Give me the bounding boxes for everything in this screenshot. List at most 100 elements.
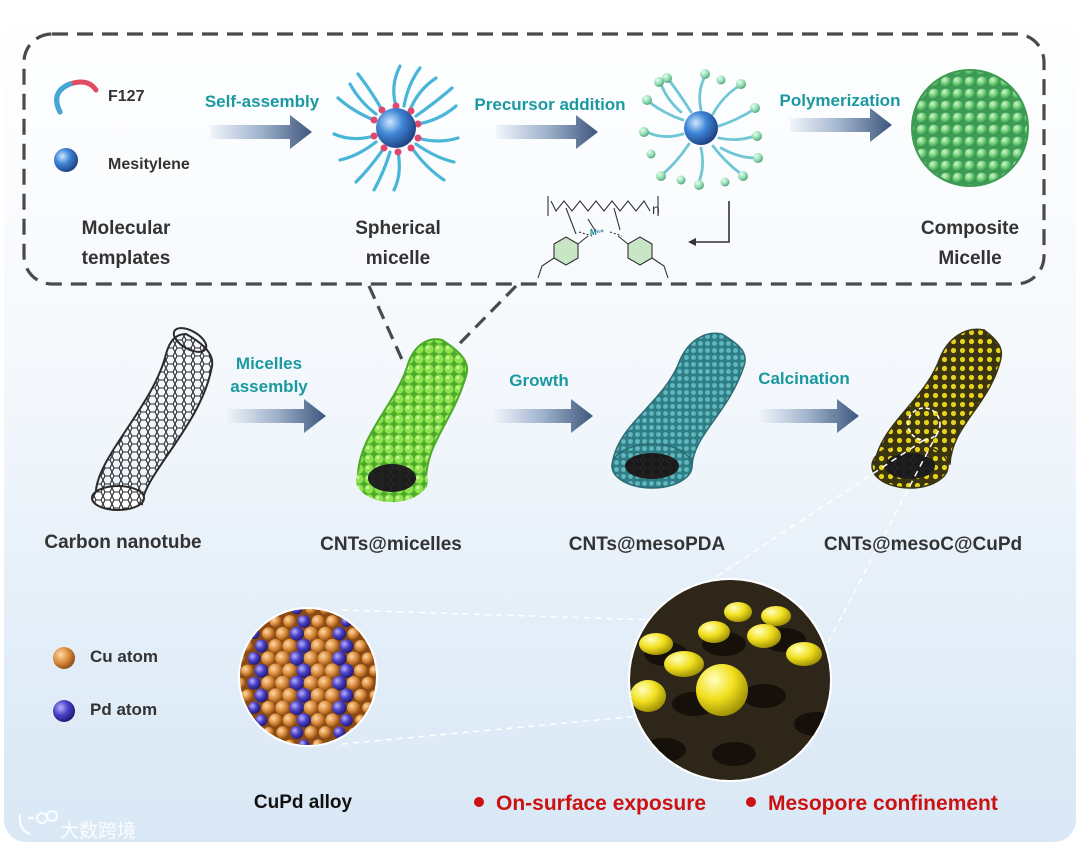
formula-n: n xyxy=(652,201,660,217)
feature-mesopore: Mesopore confinement xyxy=(746,792,998,816)
arrow-polymerization xyxy=(790,108,892,142)
cu-atom xyxy=(276,627,290,641)
arrow-growth xyxy=(493,399,593,433)
cu-atom xyxy=(304,700,319,715)
pd-atom xyxy=(255,640,268,653)
cu-atom xyxy=(362,677,375,690)
pd-atom xyxy=(340,639,354,653)
cu-atom xyxy=(318,701,333,716)
figure-canvas: F127 Mesitylene Self-assembly Precursor … xyxy=(4,4,1076,842)
cu-atom xyxy=(347,676,361,690)
arrow-precursor-addition xyxy=(496,115,598,149)
graphics-layer xyxy=(4,4,1076,842)
cu-atom xyxy=(283,713,297,727)
feature-on-surface: On-surface exposure xyxy=(474,792,706,816)
pd-atom xyxy=(290,726,303,739)
pd-atom xyxy=(297,639,312,654)
spherical-micelle-graphic xyxy=(334,66,458,190)
cu-atom xyxy=(319,726,332,739)
cu-atom xyxy=(311,639,326,654)
cu-atom xyxy=(355,640,367,652)
cu-atom xyxy=(275,676,290,691)
stage-composite-micelle: Composite Micelle xyxy=(896,214,1044,274)
cu-atom xyxy=(326,615,338,627)
watermark-text: 大数跨境 xyxy=(60,816,136,842)
cu-atom xyxy=(347,701,360,714)
pd-atom xyxy=(339,664,353,678)
pd-atom-label: Pd atom xyxy=(90,695,157,725)
chemical-structure-graphic xyxy=(538,196,668,278)
cnts-micelles-graphic xyxy=(356,339,467,502)
pd-atom xyxy=(248,652,261,665)
cu-atom xyxy=(318,627,332,641)
cu-atom xyxy=(241,665,253,677)
step-micelles-assembly: Micelles assembly xyxy=(204,352,334,398)
connector-line-left xyxy=(369,286,404,364)
pd-atom xyxy=(297,615,310,628)
cnts-mesoc-cupd-graphic xyxy=(872,329,1001,488)
cu-atom xyxy=(325,688,340,703)
cu-atom xyxy=(268,664,283,679)
cu-atom xyxy=(276,726,288,738)
mesitylene-icon xyxy=(54,148,78,172)
pd-atom xyxy=(290,701,305,716)
cu-atom-icon xyxy=(53,647,75,669)
pd-atom xyxy=(297,688,312,703)
step-polymerization: Polymerization xyxy=(766,89,914,112)
pd-atom xyxy=(297,713,311,727)
precursor-micelle-graphic xyxy=(639,69,763,190)
stage-cnts-mesopda: CNTs@mesoPDA xyxy=(542,530,752,560)
stage-spherical-micelle: Spherical micelle xyxy=(324,214,472,274)
stage-cnts-micelles: CNTs@micelles xyxy=(286,530,496,560)
cu-atom xyxy=(304,627,318,641)
cu-atom xyxy=(311,688,326,703)
bullet-dot xyxy=(746,797,756,807)
cu-atom xyxy=(261,676,275,690)
pd-atom xyxy=(254,664,268,678)
pd-atom xyxy=(289,651,304,666)
pore-zoom-graphic xyxy=(624,574,838,786)
f127-label: F127 xyxy=(108,82,144,112)
cu-atom xyxy=(282,639,297,654)
cu-atom xyxy=(262,701,276,715)
cnts-mesopda-graphic xyxy=(612,333,745,488)
arrow-calcination xyxy=(759,399,859,433)
cu-atom xyxy=(262,627,275,640)
step-self-assembly: Self-assembly xyxy=(192,90,332,113)
cu-atom xyxy=(304,726,317,739)
pd-atom xyxy=(248,676,261,689)
cu-atom xyxy=(354,664,367,677)
pd-atom xyxy=(332,651,347,666)
cu-atom xyxy=(354,689,367,702)
cu-atom xyxy=(347,652,361,666)
step-precursor-addition: Precursor addition xyxy=(464,93,636,116)
pd-atom xyxy=(332,701,346,715)
pd-atom-icon xyxy=(53,700,75,722)
formula-arrow xyxy=(692,201,729,242)
cu-atom xyxy=(369,665,380,676)
carbon-nanotube-graphic xyxy=(92,323,212,510)
cu-atom-label: Cu atom xyxy=(90,642,158,672)
stage-carbon-nanotube: Carbon nanotube xyxy=(18,528,228,558)
stage-cnts-mesoc-cupd: CNTs@mesoC@CuPd xyxy=(808,530,1038,560)
cu-atom xyxy=(325,663,340,678)
step-calcination: Calcination xyxy=(744,367,864,390)
cupd-alloy-graphic xyxy=(234,603,380,750)
cu-atom xyxy=(261,651,275,665)
formula-metal: Mⁿ⁺ xyxy=(590,228,604,237)
cu-atom xyxy=(325,639,339,653)
stage-molecular-templates: Molecular templates xyxy=(52,214,200,274)
watermark-logo-icon xyxy=(20,811,57,834)
f127-icon xyxy=(57,82,96,112)
bullet-dot xyxy=(474,797,484,807)
pd-atom xyxy=(289,676,304,691)
cu-atom xyxy=(304,651,319,666)
cu-atom xyxy=(304,676,319,691)
cu-atom xyxy=(282,688,297,703)
cu-atom xyxy=(311,713,325,727)
arrow-self-assembly xyxy=(210,115,312,149)
cu-atom xyxy=(268,639,282,653)
pd-atom xyxy=(333,627,346,640)
mesitylene-label: Mesitylene xyxy=(108,150,190,180)
pd-atom xyxy=(340,714,353,727)
